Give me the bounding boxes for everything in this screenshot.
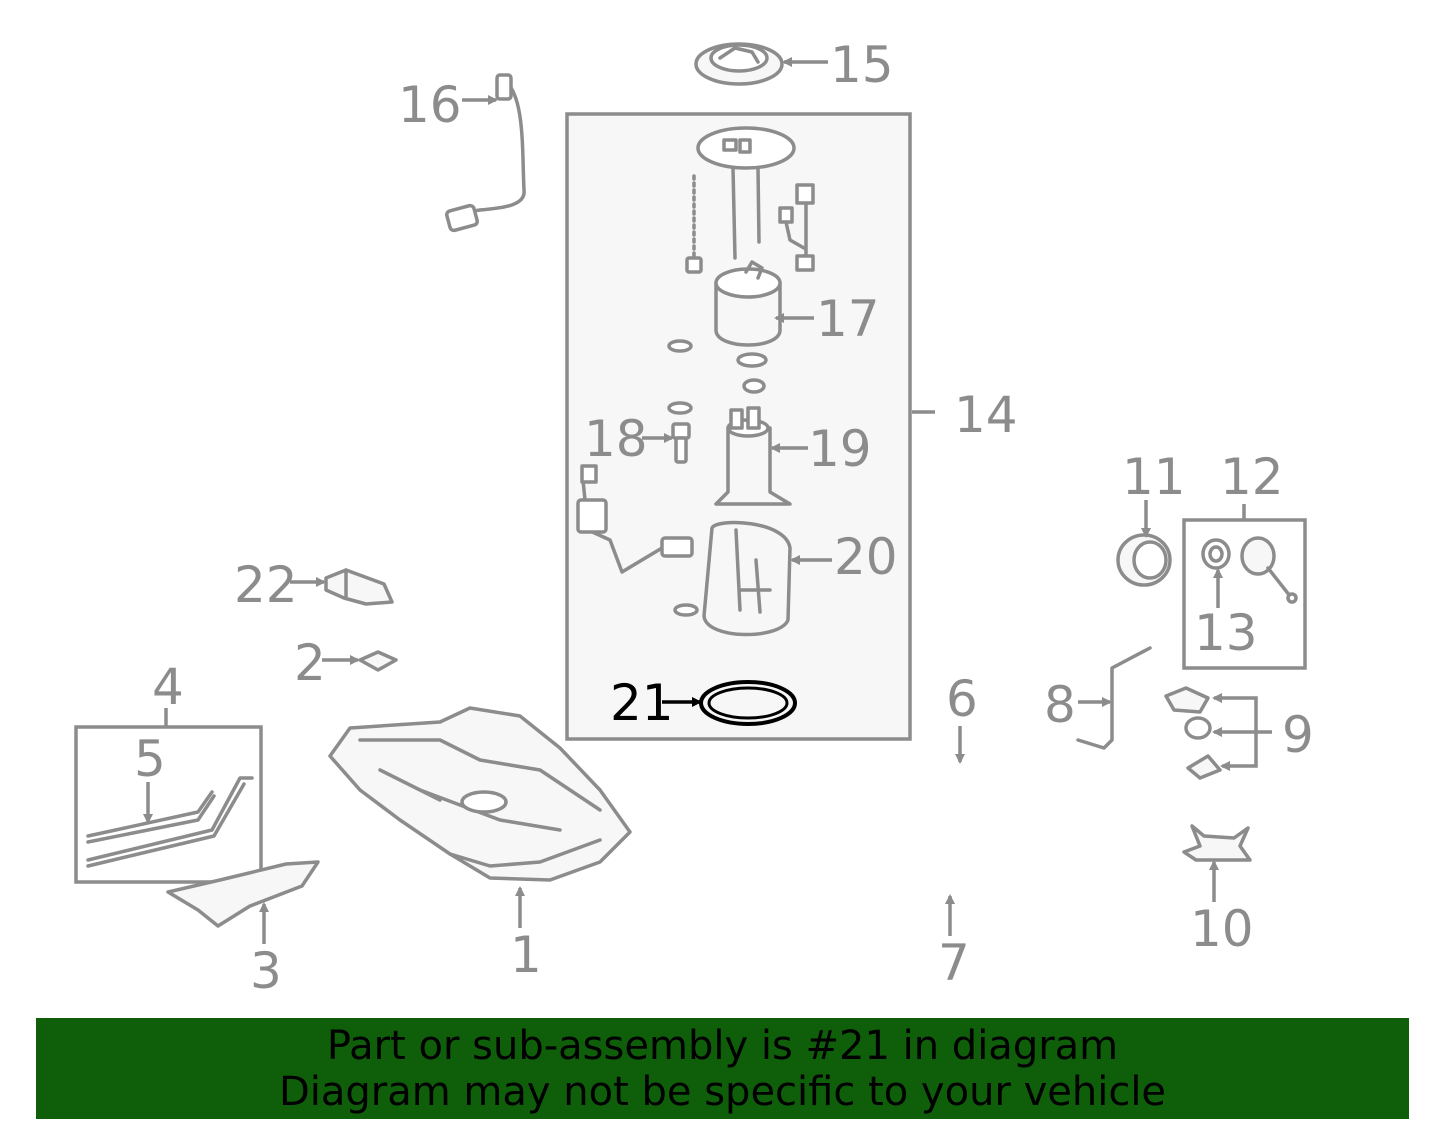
callout-15: 15 (830, 36, 894, 94)
callout-10: 10 (1190, 900, 1254, 958)
part-12-fuel-cap (1240, 536, 1298, 604)
callout-22: 22 (234, 556, 298, 614)
callout-20: 20 (834, 528, 898, 586)
o-rings (667, 339, 768, 617)
part-15-cover (694, 42, 784, 86)
filler-pipe (895, 716, 1212, 837)
part-2-pad (358, 650, 398, 672)
leader-arrows (143, 57, 1272, 944)
callout-13: 13 (1194, 604, 1258, 662)
callout-21: 21 (610, 674, 674, 732)
callout-9: 9 (1282, 706, 1314, 764)
part-13-gasket (1201, 538, 1231, 570)
part-9-components (1164, 686, 1222, 780)
banner-line-2: Diagram may not be specific to your vehi… (278, 1068, 1167, 1115)
part-20-housing (576, 464, 792, 637)
part-5-straps (86, 776, 254, 868)
part-7-hose (923, 845, 987, 907)
callout-2: 2 (294, 634, 326, 692)
parts-diagram: 1 2 3 4 5 6 7 8 9 10 11 12 13 14 15 16 1… (74, 36, 1314, 1000)
callout-5: 5 (134, 730, 166, 788)
callout-3: 3 (250, 942, 282, 1000)
part-info-banner: Part or sub-assembly is #21 in diagram D… (36, 1018, 1409, 1119)
callout-1: 1 (510, 926, 542, 984)
callout-8: 8 (1044, 676, 1076, 734)
part-10-bracket (1182, 824, 1252, 862)
part-11-ring (1116, 533, 1172, 587)
callout-11: 11 (1122, 448, 1186, 506)
callout-18: 18 (584, 410, 648, 468)
callout-19: 19 (808, 420, 872, 478)
part-17-filter-assembly (685, 126, 815, 347)
callout-16: 16 (398, 76, 462, 134)
part-6-hose (901, 766, 1021, 795)
part-3-shield (166, 860, 320, 928)
part-19-fuel-pump (714, 406, 792, 506)
callout-7: 7 (938, 934, 970, 992)
part-22-clip (324, 568, 394, 606)
callout-12: 12 (1220, 448, 1284, 506)
callout-14: 14 (954, 386, 1018, 444)
part-8-tube (1076, 646, 1152, 750)
callout-4: 4 (152, 658, 184, 716)
banner-line-1: Part or sub-assembly is #21 in diagram (326, 1022, 1119, 1069)
part-1-fuel-tank (328, 706, 632, 882)
callout-6: 6 (946, 670, 978, 728)
callout-17: 17 (816, 290, 880, 348)
part-18-regulator (671, 422, 691, 464)
part-16-tube (445, 73, 526, 233)
